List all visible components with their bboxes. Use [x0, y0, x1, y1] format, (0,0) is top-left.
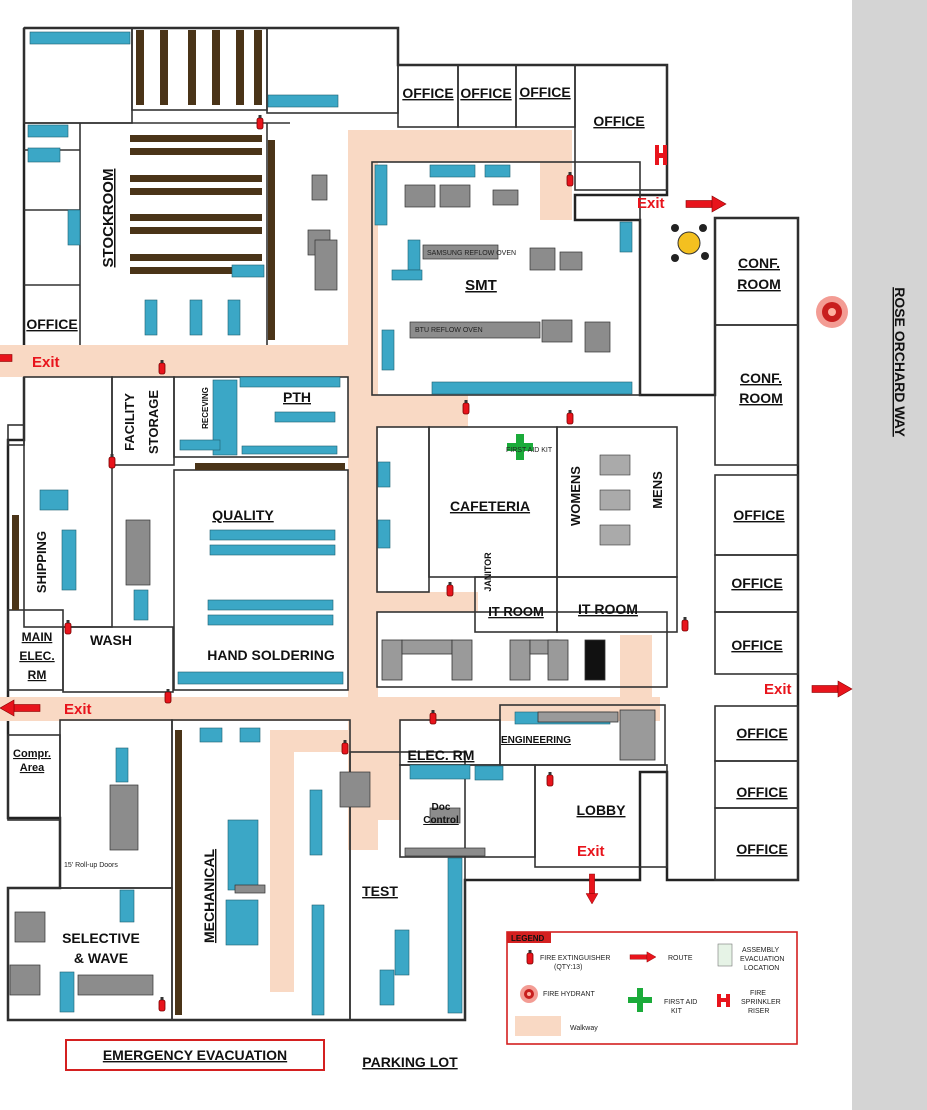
room-conf-1-line-1: CONF.	[738, 255, 780, 271]
room-it-room-1: IT ROOM	[488, 604, 544, 619]
exit-label-left: Exit	[32, 354, 60, 371]
evacuation-title: EMERGENCY EVACUATION	[103, 1047, 287, 1063]
room-selective-line-2: & WAVE	[74, 950, 128, 966]
legend-riser-line-1: FIRE	[750, 990, 766, 997]
parking-lot-label: PARKING LOT	[362, 1054, 458, 1070]
legend: LEGEND FIRE EXTINGUISHER (QTY:13) ROUTE …	[506, 931, 798, 1045]
room-test: TEST	[362, 883, 398, 899]
route-arrow-lobby	[585, 873, 599, 905]
stockroom-shelving	[12, 30, 345, 1015]
room-stockroom: STOCKROOM	[100, 169, 117, 268]
legend-route-label: ROUTE	[668, 955, 693, 962]
room-conf-1-line-2: ROOM	[737, 276, 781, 292]
room-compr-line-2: Area	[20, 762, 45, 774]
exit-label-top: Exit	[637, 195, 665, 212]
legend-first-aid-line-2: KIT	[671, 1008, 683, 1015]
legend-walkway-label: Walkway	[570, 1025, 598, 1032]
legend-riser-line-3: RISER	[748, 1008, 769, 1015]
room-wash: WASH	[90, 632, 132, 648]
legend-riser-line-2: SPRINKLER	[741, 999, 781, 1006]
room-office-top-4: OFFICE	[593, 113, 644, 129]
room-main-elec-line-2: ELEC.	[19, 649, 54, 663]
it-room-cubicles	[381, 639, 656, 761]
room-womens: WOMENS	[568, 466, 583, 526]
room-office-right-6: OFFICE	[736, 841, 787, 857]
legend-title: LEGEND	[511, 934, 545, 943]
fire-hydrant-icon	[816, 296, 848, 328]
samsung-oven-label: SAMSUNG REFLOW OVEN	[427, 250, 516, 257]
room-mens: MENS	[650, 471, 665, 509]
room-lobby: LOBBY	[577, 802, 627, 818]
room-receiving: RECEVING	[201, 387, 210, 429]
legend-first-aid-line-1: FIRST AID	[664, 999, 697, 1006]
room-office-right-5: OFFICE	[736, 784, 787, 800]
room-office-top-2: OFFICE	[460, 85, 511, 101]
legend-hydrant-icon	[520, 985, 538, 1003]
walkway-paths	[0, 130, 660, 992]
room-janitor: JANITOR	[483, 552, 493, 592]
room-office-top-3: OFFICE	[519, 84, 570, 100]
legend-assembly-icon	[717, 943, 733, 967]
room-facility-line-2: STORAGE	[146, 390, 161, 454]
room-doc-control-line-1: Doc	[432, 802, 451, 813]
exit-label-right: Exit	[764, 681, 792, 698]
room-pth: PTH	[283, 389, 311, 405]
room-smt: SMT	[465, 277, 497, 294]
title-box	[65, 1039, 325, 1071]
room-hand-soldering: HAND SOLDERING	[207, 647, 335, 663]
route-arrow-top	[685, 195, 727, 213]
room-shipping: SHIPPING	[34, 531, 49, 593]
room-office-right-1: OFFICE	[733, 507, 784, 523]
room-conf-2-line-2: ROOM	[739, 390, 783, 406]
room-cafeteria: CAFETERIA	[450, 498, 530, 514]
room-office-top-1: OFFICE	[402, 85, 453, 101]
legend-assembly-line-1: ASSEMBLY	[742, 947, 780, 954]
restroom-fixtures	[599, 454, 631, 546]
room-elec-rm: ELEC. RM	[408, 747, 475, 763]
room-compr-line-1: Compr.	[13, 748, 51, 760]
legend-first-aid-icon	[628, 988, 652, 1012]
legend-walkway-swatch	[515, 1016, 561, 1036]
room-office-right-4: OFFICE	[736, 725, 787, 741]
room-office-right-2: OFFICE	[731, 575, 782, 591]
room-it-room-2: IT ROOM	[578, 601, 638, 617]
exit-label-bottom-left: Exit	[64, 701, 92, 718]
first-aid-icon	[507, 434, 533, 460]
room-doc-control-line-2: Control	[423, 815, 459, 826]
room-labels: OFFICE OFFICE OFFICE OFFICE STOCKROOM OF…	[13, 84, 788, 966]
street-name: ROSE ORCHARD WAY	[892, 287, 908, 437]
first-aid-sign-label: FIRST AID KIT	[506, 447, 553, 454]
rollup-doors-note: 15' Roll-up Doors	[64, 862, 118, 869]
reception-table	[671, 224, 709, 262]
machinery	[9, 174, 611, 996]
legend-riser-icon	[717, 994, 730, 1007]
legend-assembly-line-3: LOCATION	[744, 965, 779, 972]
interior-walls	[7, 27, 799, 1021]
room-main-elec-line-3: RM	[28, 668, 47, 682]
room-quality: QUALITY	[212, 507, 274, 523]
room-office-right-3: OFFICE	[731, 637, 782, 653]
route-arrow-right	[811, 680, 853, 698]
exit-label-lobby: Exit	[577, 843, 605, 860]
room-engineering: ENGINEERING	[501, 735, 571, 746]
room-main-elec-line-1: MAIN	[22, 630, 53, 644]
street-band	[852, 0, 927, 1110]
reflow-oven-label: BTU REFLOW OVEN	[415, 327, 483, 334]
room-office-left: OFFICE	[26, 316, 77, 332]
fire-sprinkler-riser-icon	[655, 145, 667, 165]
legend-hydrant-label: FIRE HYDRANT	[543, 991, 595, 998]
workstation-equipment	[27, 31, 633, 1016]
legend-extinguisher-label: FIRE EXTINGUISHER	[540, 955, 610, 962]
room-selective-line-1: SELECTIVE	[62, 930, 140, 946]
legend-assembly-line-2: EVACUATION	[740, 956, 784, 963]
legend-extinguisher-qty: (QTY:13)	[554, 964, 582, 971]
room-facility-line-1: FACILITY	[122, 393, 137, 451]
room-conf-2-line-1: CONF.	[740, 370, 782, 386]
room-mechanical: MECHANICAL	[201, 849, 217, 944]
